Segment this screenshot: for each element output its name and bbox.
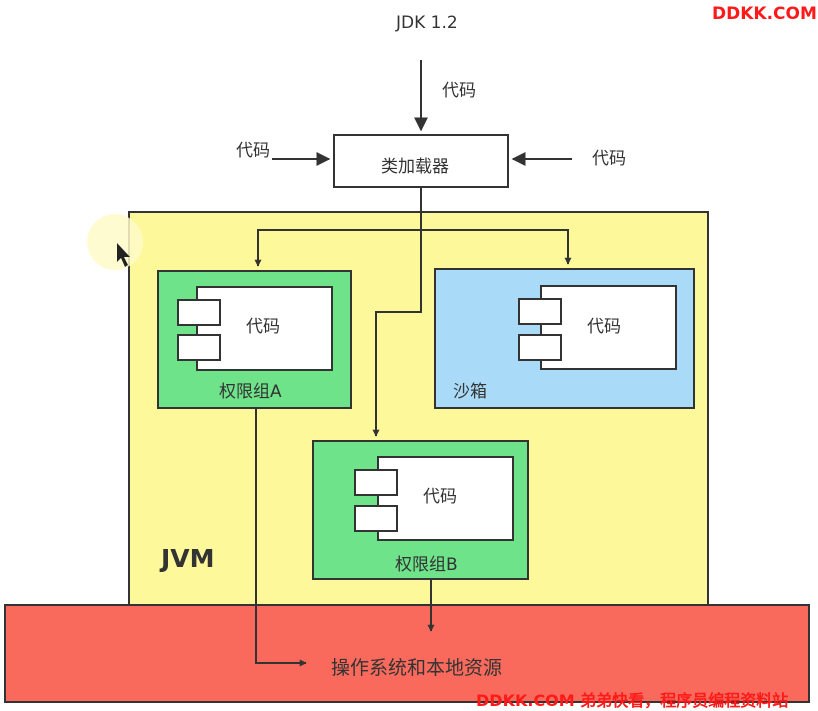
right-code-input-label: 代码 <box>592 149 626 169</box>
component-port-icon <box>177 299 221 326</box>
branch-to-permission-b <box>372 230 422 437</box>
permission-group-a-label: 权限组A <box>219 382 282 402</box>
permission-group-a-code-label: 代码 <box>246 317 280 337</box>
branch-to-permission-a <box>254 229 421 267</box>
cursor-highlight <box>87 214 143 270</box>
component-port-icon <box>518 298 562 325</box>
jvm-label: JVM <box>161 544 215 573</box>
branch-to-sandbox <box>421 229 572 265</box>
sandbox-code-label: 代码 <box>587 317 621 337</box>
permission-a-to-os <box>255 409 307 667</box>
component-port-icon <box>177 334 221 361</box>
top-code-input-label: 代码 <box>442 81 476 101</box>
watermark-top: DDKK.COM <box>712 4 817 24</box>
os-resources-label: 操作系统和本地资源 <box>331 657 503 679</box>
sandbox-label: 沙箱 <box>453 382 487 402</box>
os-resources-box <box>4 604 810 703</box>
left-code-input-label: 代码 <box>236 141 270 161</box>
component-port-icon <box>354 469 398 496</box>
sandbox-code-component <box>540 285 677 370</box>
mouse-cursor-icon <box>117 243 130 267</box>
permission-group-b-code-label: 代码 <box>423 487 457 507</box>
watermark-bottom: DDKK.COM 弟弟快看，程序员编程资料站 <box>476 691 789 710</box>
class-loader-label: 类加载器 <box>381 157 449 177</box>
component-port-icon <box>354 505 398 532</box>
permission-group-b-code-component <box>377 456 514 541</box>
diagram-title: JDK 1.2 <box>396 13 458 33</box>
permission-group-b-label: 权限组B <box>395 555 458 575</box>
component-port-icon <box>518 334 562 361</box>
class-loader-box <box>333 134 509 188</box>
